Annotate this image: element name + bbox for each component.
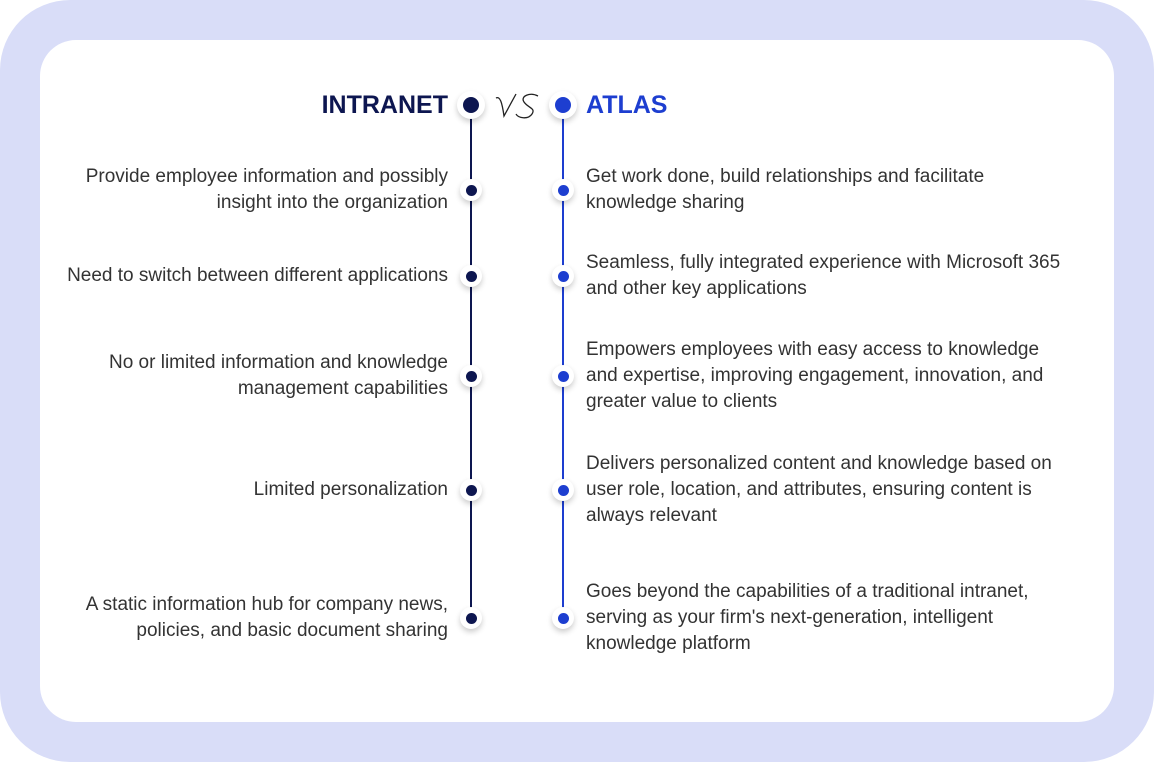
atlas-header-dot [549,91,577,119]
intranet-header-dot [457,91,485,119]
vs-logo: VS [495,93,539,119]
atlas-title: ATLAS [586,91,668,119]
intranet-point: Provide employee information and possibl… [85,166,448,213]
intranet-point: No or limited information and knowledge … [108,352,448,399]
atlas-point: Empowers employees with easy access to k… [586,339,1044,412]
intranet-point-dot [460,265,482,287]
atlas-point-dot [552,179,574,201]
intranet-point-dot [460,365,482,387]
atlas-point: Seamless, fully integrated experience wi… [586,252,1061,299]
comparison-card [40,40,1114,722]
atlas-point: Get work done, build relationships and f… [586,166,985,213]
intranet-point-dot [460,479,482,501]
intranet-point: Limited personalization [253,479,448,500]
intranet-point: Need to switch between different applica… [67,265,448,286]
atlas-point-dot [552,607,574,629]
atlas-point-dot [552,365,574,387]
atlas-point-dot [552,479,574,501]
intranet-title: INTRANET [321,91,448,119]
atlas-point: Goes beyond the capabilities of a tradit… [586,581,1029,654]
intranet-point: A static information hub for company new… [85,594,448,641]
atlas-point: Delivers personalized content and knowle… [586,453,1052,526]
atlas-point-dot [552,265,574,287]
intranet-point-dot [460,179,482,201]
intranet-point-dot [460,607,482,629]
